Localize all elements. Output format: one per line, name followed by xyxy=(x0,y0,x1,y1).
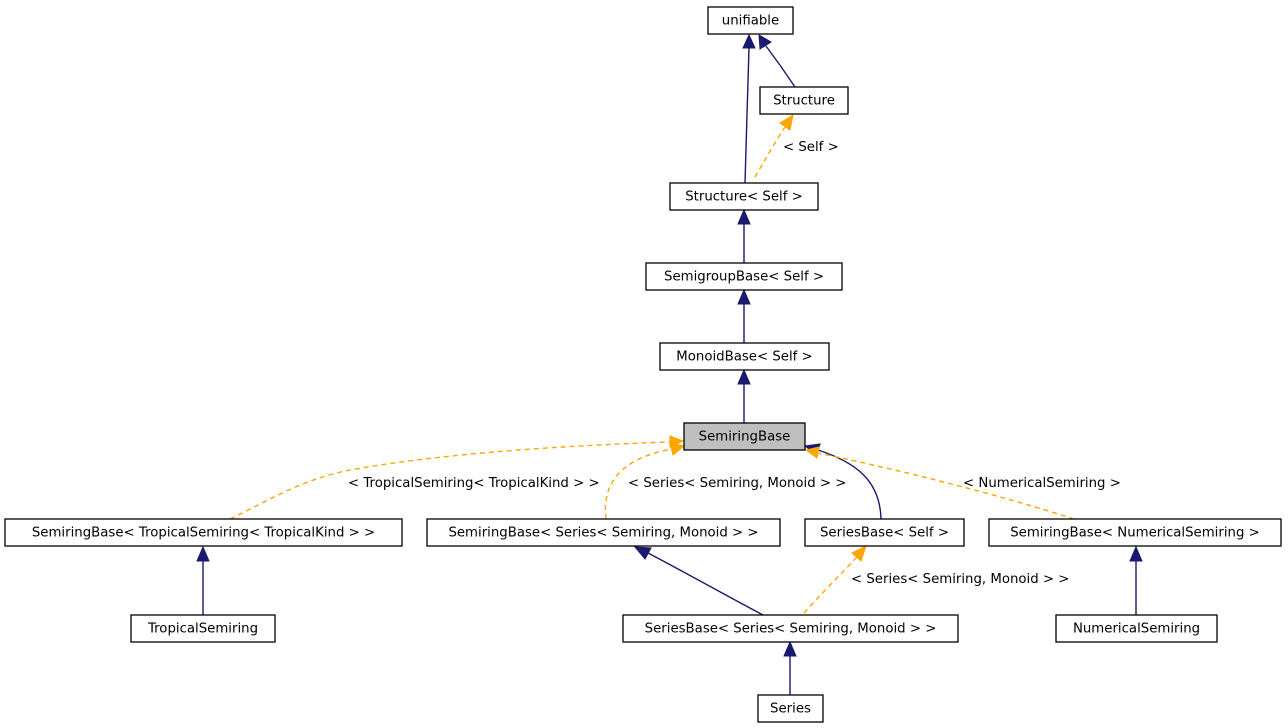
edge-label-tropical: < TropicalSemiring< TropicalKind > > xyxy=(348,476,600,491)
node-label: Structure< Self > xyxy=(685,190,803,205)
arrowhead-tropical-base xyxy=(196,545,210,562)
arrowhead-semiring-series xyxy=(633,546,652,560)
edge-numerical-base-to-semiring xyxy=(817,452,1075,520)
node-label: Structure xyxy=(773,94,835,109)
inheritance-edges xyxy=(196,33,1143,695)
arrowhead-seriesbase-self xyxy=(851,545,867,562)
template-edges xyxy=(229,113,1075,614)
node-label: SeriesBase< Series< Semiring, Monoid > > xyxy=(645,622,937,637)
node-semiring-base-tropical[interactable]: SemiringBase< TropicalSemiring< Tropical… xyxy=(4,518,403,547)
edge-label-series-seriesbase: < Series< Semiring, Monoid > > xyxy=(851,572,1069,587)
node-semiring-base-series[interactable]: SemiringBase< Series< Semiring, Monoid >… xyxy=(426,518,781,547)
edge-labels: < Self > < TropicalSemiring< TropicalKin… xyxy=(348,140,1121,587)
edge-structure-to-unifiable xyxy=(765,45,796,88)
edge-label-series-semiring: < Series< Semiring, Monoid > > xyxy=(628,476,846,491)
arrowhead-structure xyxy=(779,113,794,131)
arrowhead-structure-self xyxy=(737,208,751,225)
node-semiring-base[interactable]: SemiringBase xyxy=(683,422,806,451)
edge-seriesbase-series-to-semiring-series xyxy=(647,552,764,616)
node-series-base-series[interactable]: SeriesBase< Series< Semiring, Monoid > > xyxy=(622,614,959,643)
node-tropical-semiring[interactable]: TropicalSemiring xyxy=(130,614,276,643)
node-label: unifiable xyxy=(722,14,779,29)
arrowhead-semiring-c xyxy=(669,442,686,456)
node-label: SemiringBase< Series< Semiring, Monoid >… xyxy=(448,526,758,541)
arrowhead-monoid xyxy=(737,368,751,385)
edge-seriesbase-series-to-seriesbase-self xyxy=(803,556,858,614)
node-label: SemiringBase< NumericalSemiring > xyxy=(1010,526,1260,541)
node-structure-self[interactable]: Structure< Self > xyxy=(669,182,819,211)
node-unifiable[interactable]: unifiable xyxy=(707,6,794,35)
node-numerical-semiring[interactable]: NumericalSemiring xyxy=(1055,614,1218,643)
edge-label-self: < Self > xyxy=(783,140,839,155)
node-semigroup-base[interactable]: SemigroupBase< Self > xyxy=(645,262,843,291)
node-series[interactable]: Series xyxy=(757,694,824,723)
node-semiring-base-numerical[interactable]: SemiringBase< NumericalSemiring > xyxy=(988,518,1282,547)
arrowhead-unifiable-b xyxy=(758,34,772,50)
node-label: SemiringBase< TropicalSemiring< Tropical… xyxy=(32,526,375,541)
edge-seriesbase-self-to-semiring xyxy=(817,449,882,520)
node-series-base-self[interactable]: SeriesBase< Self > xyxy=(804,518,965,547)
arrowhead-numerical-base xyxy=(1129,545,1143,562)
edge-semiring-series-to-semiring xyxy=(604,448,673,520)
arrowhead-semigroup xyxy=(737,288,751,305)
node-label: NumericalSemiring xyxy=(1073,622,1200,637)
node-label: SeriesBase< Self > xyxy=(820,526,949,541)
arrowhead-seriesbase-series xyxy=(783,640,797,657)
node-label: TropicalSemiring xyxy=(147,622,258,637)
node-monoid-base[interactable]: MonoidBase< Self > xyxy=(659,342,830,371)
edge-label-numerical: < NumericalSemiring > xyxy=(963,476,1121,491)
node-label: Series xyxy=(770,702,811,717)
node-label: SemigroupBase< Self > xyxy=(664,270,824,285)
edge-tropical-base-to-semiring xyxy=(229,441,671,520)
arrowhead-unifiable-a xyxy=(742,33,756,49)
node-label: SemiringBase xyxy=(699,430,791,445)
edge-structure-self-to-unifiable xyxy=(744,47,750,184)
node-structure[interactable]: Structure xyxy=(759,86,849,115)
edge-structure-self-to-structure xyxy=(754,126,786,178)
node-label: MonoidBase< Self > xyxy=(676,350,812,365)
arrowhead-semiring-d xyxy=(804,446,820,459)
